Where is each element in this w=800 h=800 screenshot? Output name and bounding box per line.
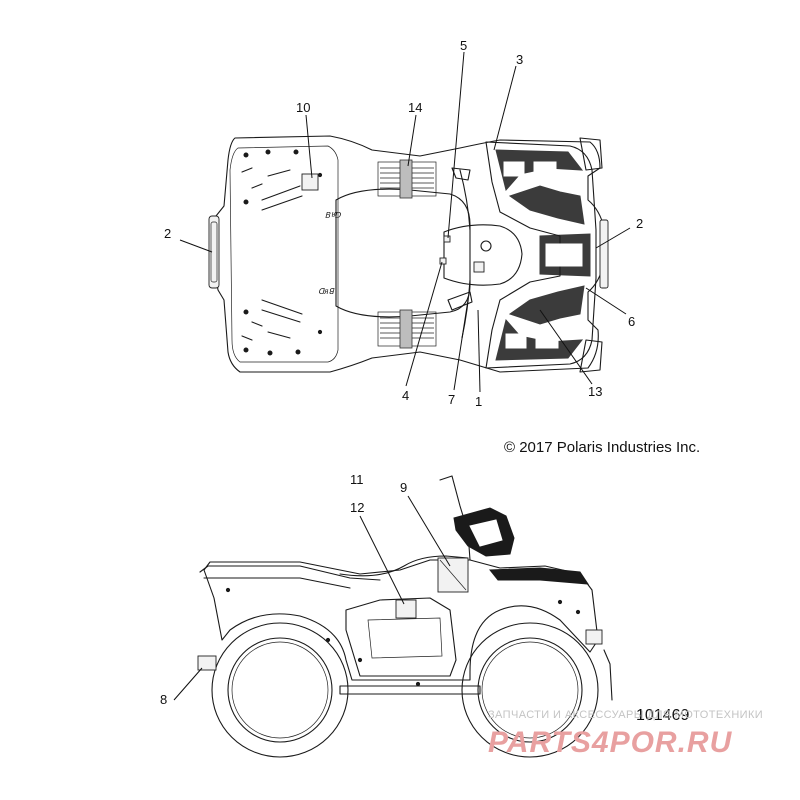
callout-3: 3: [516, 52, 523, 67]
leader-lines-top: [179, 51, 631, 393]
console-label: [473, 261, 485, 273]
fuel-tank: [443, 224, 523, 286]
decal-4-marker: [439, 257, 447, 265]
rear-rack-area: [229, 145, 339, 363]
front-tow-bar: [603, 649, 613, 701]
decal-8-marker: [197, 655, 217, 671]
callout-14: 14: [408, 100, 422, 115]
callout-12: 12: [350, 500, 364, 515]
rear-rack-rail: [199, 565, 381, 581]
handlebar: [459, 169, 471, 339]
rear-fender-outline: [211, 135, 605, 373]
front-rack-side: [488, 567, 589, 585]
callout-11: 11: [350, 472, 364, 487]
atv-side-view: [197, 475, 613, 758]
callout-5: 5: [460, 38, 467, 53]
front-wheel-top: [579, 137, 603, 171]
headlight-side: [585, 629, 603, 645]
front-wheel: [461, 622, 599, 758]
fender-brand-text-left: ꓷᴙꓭ: [325, 210, 342, 219]
callout-labels: 5 3 10 14 2 2 6 13 4 7 1 11 9 12 8: [160, 38, 643, 707]
fuel-cap: [480, 240, 492, 252]
decal-12-marker: [395, 599, 417, 619]
leader-lines-side: [173, 495, 451, 701]
callout-7: 7: [448, 392, 455, 407]
callout-6: 6: [628, 314, 635, 329]
front-bumper: [599, 219, 609, 289]
front-rack-grille: [495, 149, 591, 361]
lower-frame: [339, 685, 481, 695]
callout-2-left: 2: [164, 226, 171, 241]
rear-rack-rail-lower: [203, 577, 351, 589]
diagram-part-number: 101469: [636, 707, 689, 724]
seat: [335, 188, 471, 318]
side-bolts: [225, 587, 581, 687]
watermark-line-2: PARTS4POR.RU: [488, 726, 733, 759]
rack-bolts: [243, 149, 323, 356]
copyright-text: © 2017 Polaris Industries Inc.: [504, 439, 700, 456]
callout-1: 1: [475, 394, 482, 409]
watermark-line-1: ЗАПЧАСТИ И АКСЕССУАРЫ ДЛЯ МОТОТЕХНИКИ: [488, 709, 763, 721]
callout-2-right: 2: [636, 216, 643, 231]
side-seat: [339, 555, 469, 577]
rear-wheel: [211, 622, 349, 758]
callout-10: 10: [296, 100, 310, 115]
front-rack-outline: [485, 141, 597, 369]
floorboard-bottom: [377, 309, 437, 349]
callout-9: 9: [400, 480, 407, 495]
hand-grip-bottom: [447, 291, 473, 311]
fender-brand-text-right: ꓷᴙꓭ: [318, 287, 335, 296]
floorboard-top: [377, 159, 437, 199]
rack-slots-top: [241, 167, 303, 211]
decal-5-marker: [443, 235, 451, 243]
rack-slots-bottom: [241, 299, 303, 341]
hand-grip-top: [451, 167, 471, 181]
footwell-panel: [345, 597, 457, 677]
callout-4: 4: [402, 388, 409, 403]
front-wheel-bottom: [579, 339, 603, 373]
decal-10-marker: [301, 173, 319, 191]
rear-bumper: [208, 215, 220, 289]
side-body-outline: [203, 559, 599, 681]
callout-13: 13: [588, 384, 602, 399]
footrest: [367, 617, 443, 659]
handguard-highlight: [469, 519, 503, 547]
atv-top-view: ꓷᴙꓭ ꓷᴙꓭ: [208, 135, 609, 373]
callout-8: 8: [160, 692, 167, 707]
